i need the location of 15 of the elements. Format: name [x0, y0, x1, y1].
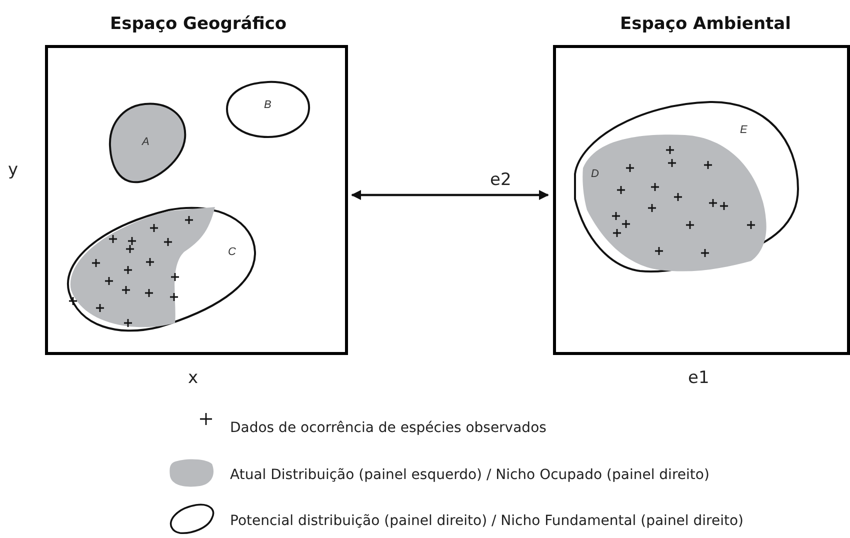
- double-arrow: [351, 190, 549, 200]
- region-label: D: [591, 168, 599, 180]
- region-label: A: [142, 136, 150, 148]
- legend-text: Potencial distribuição (painel direito) / Nicho Fundamental (painel direito): [230, 512, 744, 530]
- panel-title: Espaço Geográfico: [110, 14, 287, 34]
- legend-text: Atual Distribuição (painel esquerdo) / Nicho Ocupado (painel direito): [230, 466, 710, 484]
- region-label: E: [740, 124, 748, 136]
- region-label: B: [264, 99, 272, 111]
- axis-label: y: [8, 160, 18, 180]
- panel-title: Espaço Ambiental: [620, 14, 791, 34]
- axis-label: e2: [490, 170, 512, 190]
- axis-label: e1: [688, 368, 710, 388]
- legend-text: Dados de ocorrência de espécies observados: [230, 419, 546, 437]
- region-label: C: [228, 246, 236, 258]
- axis-label: x: [188, 368, 198, 388]
